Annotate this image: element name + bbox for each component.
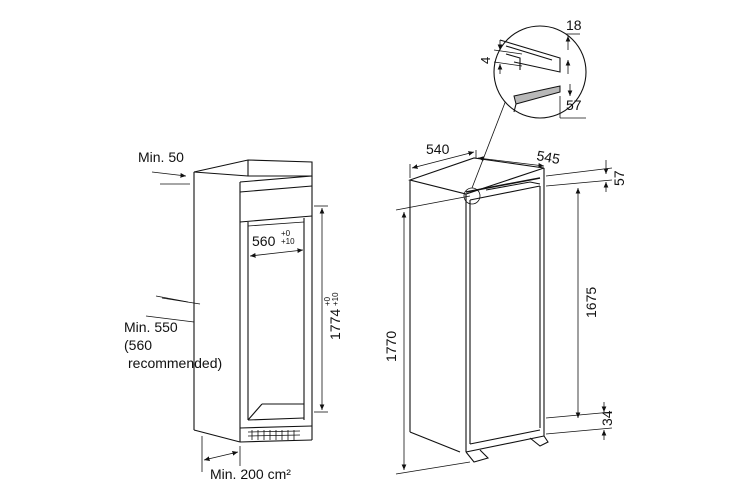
min-gap-dimension: Min. 50	[138, 149, 190, 185]
svg-text:4: 4	[478, 57, 493, 64]
svg-text:540: 540	[426, 141, 450, 157]
svg-text:+10: +10	[281, 237, 295, 246]
svg-text:+10: +10	[331, 292, 340, 306]
vent-area-dimension: Min. 200 cm²	[201, 436, 291, 482]
svg-text:57: 57	[566, 97, 582, 113]
svg-text:1774: 1774	[327, 309, 343, 340]
niche-width-dimension: 560 +0 +10	[249, 229, 304, 258]
appliance-depth-dimension: 545	[477, 147, 561, 168]
svg-text:18: 18	[566, 17, 582, 33]
appliance-total-height-dimension: 1770	[383, 195, 471, 475]
svg-text:560: 560	[252, 233, 276, 249]
svg-text:Min. 550: Min. 550	[124, 319, 178, 335]
appliance-top-offset-dimension: 57	[545, 160, 627, 192]
svg-text:+0: +0	[281, 229, 291, 238]
svg-text:545: 545	[535, 147, 561, 167]
svg-text:57: 57	[611, 170, 627, 186]
svg-text:Min. 200 cm²: Min. 200 cm²	[210, 466, 291, 482]
appliance-inner-height-dimension: 1675	[575, 188, 599, 418]
svg-text:1675: 1675	[583, 287, 599, 318]
appliance-bottom-offset-dimension: 34	[545, 402, 615, 440]
appliance-width-dimension: 540	[409, 141, 477, 178]
svg-text:+0: +0	[323, 296, 332, 306]
vent-grille	[247, 430, 301, 440]
svg-text:1770: 1770	[383, 331, 399, 362]
svg-text:recommended): recommended)	[128, 355, 222, 371]
cabinet-niche-drawing	[193, 159, 313, 443]
niche-depth-dimension: Min. 550 (560 recommended)	[124, 295, 222, 371]
svg-text:34: 34	[599, 410, 615, 426]
niche-height-dimension: 1774 +0 +10	[314, 205, 343, 413]
svg-text:(560: (560	[124, 337, 152, 353]
svg-text:Min. 50: Min. 50	[138, 149, 184, 165]
detail-dimensions: 18 4 57	[478, 17, 586, 119]
hinge-detail	[471, 25, 587, 189]
